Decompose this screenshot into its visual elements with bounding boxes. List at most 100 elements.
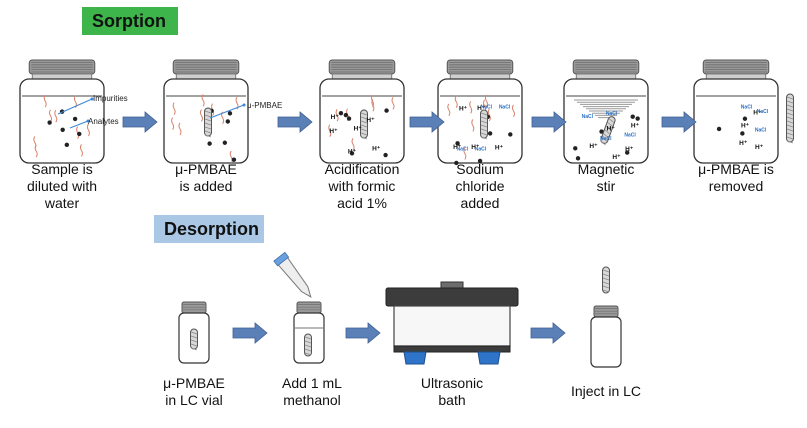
arrow-right-icon [661, 111, 697, 133]
impurities-callout-line [57, 98, 93, 115]
jar-body [693, 78, 779, 164]
proton-label: H⁺ [607, 125, 616, 132]
analyte-dot [742, 116, 748, 121]
arrow-right-icon [531, 111, 567, 133]
analyte-dot [72, 116, 78, 122]
salt-label: NaCl [741, 104, 753, 110]
impurity-mark [484, 94, 488, 108]
proton-label: H⁺ [755, 144, 764, 151]
impurity-mark [447, 103, 451, 117]
analyte-dot [625, 150, 630, 155]
analyte-dot [346, 116, 352, 121]
jar-neck [575, 73, 637, 80]
analyte-dot [573, 146, 578, 151]
bath-tank [393, 305, 511, 347]
impurity-mark [86, 123, 90, 137]
pmbae-bar [600, 116, 616, 146]
arrow-right-icon [232, 322, 268, 344]
impurity-mark [54, 109, 58, 123]
impurity-mark [79, 144, 83, 157]
proton-label: H⁺ [739, 140, 748, 147]
proton-label: H⁺ [589, 143, 598, 150]
impurity-mark [469, 101, 473, 114]
analytes-callout: Analytes [88, 117, 119, 126]
impurity-mark [199, 109, 203, 122]
impurity-mark [328, 124, 332, 137]
salt-label: NaCl [600, 136, 612, 142]
salt-label: NaCl [755, 128, 767, 134]
vial-icon [590, 305, 622, 368]
proton-label: H⁺ [459, 105, 468, 112]
pmbae-callout-line [209, 104, 245, 119]
analyte-dot [384, 108, 389, 113]
proton-label: H⁺ [495, 144, 504, 151]
pipette-icon [273, 251, 312, 298]
sorption-arrow [277, 111, 313, 133]
pipette-band [273, 251, 290, 267]
impurity-mark [454, 95, 458, 109]
salt-label: NaCl [457, 147, 469, 153]
desorption-arrow [345, 322, 381, 344]
bath-foot [403, 351, 427, 365]
pmbae-bar [204, 107, 212, 138]
jar-body [19, 78, 105, 164]
arrow-right-icon [530, 322, 566, 344]
analyte-dot [599, 129, 604, 134]
pmbae-bar [480, 109, 488, 140]
analyte-dot [575, 156, 581, 161]
analyte-dot [630, 114, 635, 119]
jar-icon [163, 59, 249, 164]
salt-label: NaCl [757, 109, 769, 115]
jar-neck [175, 73, 237, 80]
impurity-mark [33, 136, 37, 149]
jar-neck [31, 73, 93, 80]
analyte-dot [207, 141, 212, 146]
bath-base [393, 345, 511, 353]
analyte-dot [227, 111, 233, 116]
arrow-right-icon [345, 322, 381, 344]
impurity-mark [463, 147, 467, 160]
impurity-mark [391, 97, 395, 110]
analyte-dot [343, 112, 349, 118]
proton-label: H⁺ [741, 123, 750, 130]
jar-icon [19, 59, 105, 164]
impurity-mark [171, 117, 175, 130]
impurities-callout: Impurities [93, 94, 128, 103]
analyte-dot [383, 152, 388, 158]
pmbae-bar [360, 109, 368, 140]
salt-label: NaCl [499, 104, 511, 110]
sorption-arrow [122, 111, 158, 133]
sorption-arrow [661, 111, 697, 133]
pmbae-bar [304, 333, 312, 357]
impurities-callout-dot [90, 97, 94, 101]
analyte-dot [635, 116, 640, 121]
pmbae-bar [190, 328, 198, 351]
vial-body [590, 316, 622, 368]
jar-neck [705, 73, 767, 80]
impurity-mark [351, 138, 355, 151]
proton-label: H⁺ [329, 128, 338, 135]
analytes-callout-dot [86, 119, 90, 123]
vial-icon [293, 301, 325, 364]
proton-label: H⁺ [372, 146, 381, 153]
analyte-dot [487, 131, 493, 136]
proton-label: H⁺ [366, 117, 375, 124]
impurity-mark [49, 109, 53, 123]
arrow-right-icon [409, 111, 445, 133]
salt-label: NaCl [475, 147, 487, 153]
sorption-arrow [409, 111, 445, 133]
analyte-dot [225, 119, 231, 124]
pipette-body [276, 255, 312, 298]
analyte-dot [222, 140, 228, 145]
sorption-title: Sorption [82, 7, 178, 35]
sorption-arrow [531, 111, 567, 133]
bath-foot [477, 351, 501, 365]
analyte-dot [338, 110, 344, 116]
analyte-dot [64, 142, 70, 148]
desorption-arrow [232, 322, 268, 344]
